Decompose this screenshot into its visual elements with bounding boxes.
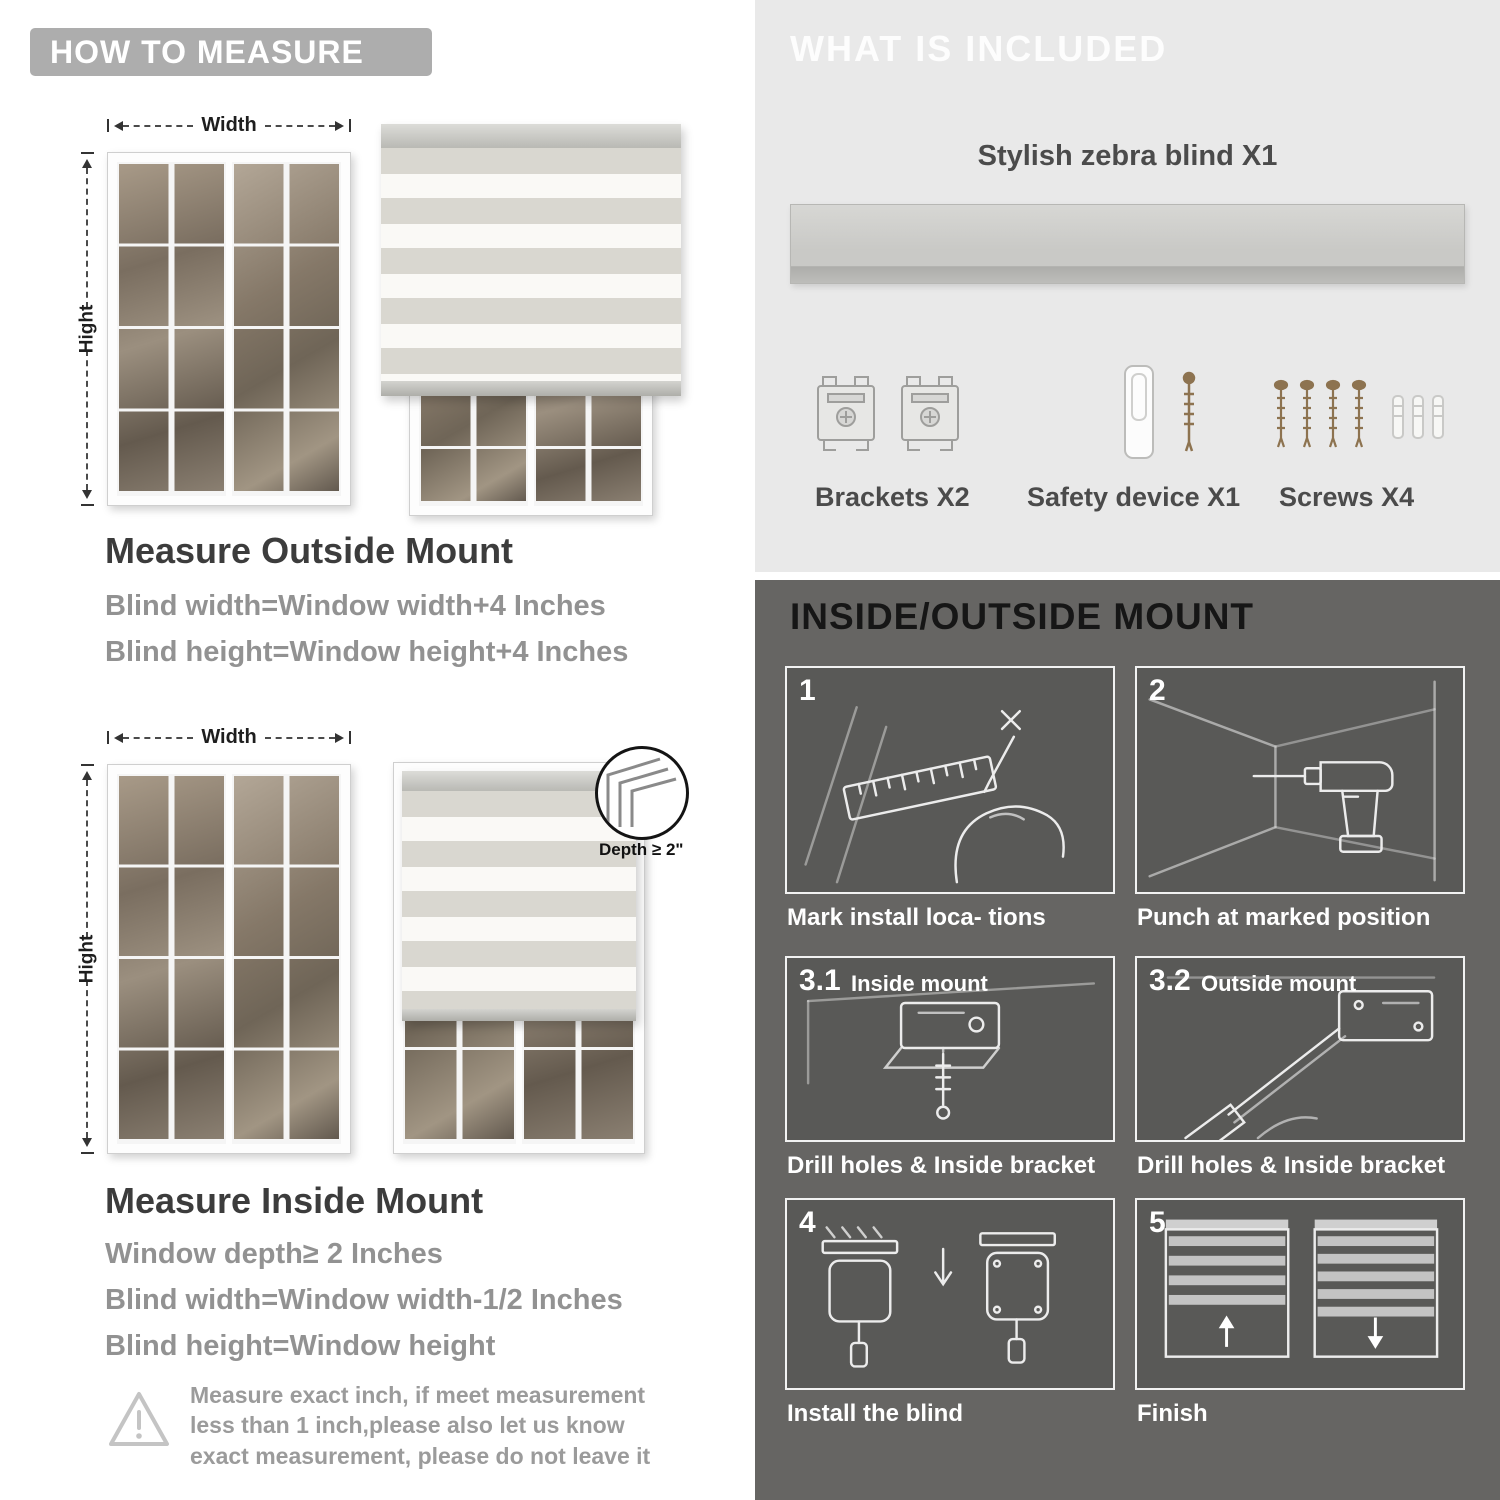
finish-art — [1164, 1219, 1439, 1358]
what-is-included-header: WHAT IS INCLUDED — [790, 28, 1168, 69]
drill-art — [1148, 680, 1436, 882]
what-is-included-section: WHAT IS INCLUDED Stylish zebra blind X1 — [755, 0, 1500, 572]
safety-device-label: Safety device X1 — [1027, 482, 1241, 512]
inside-rule-depth: Window depth≥ 2 Inches — [105, 1238, 443, 1270]
screws-label: Screws X4 — [1279, 482, 1415, 512]
blind-bottom-rail — [381, 381, 681, 396]
outside-rule-height: Blind height=Window height+4 Inches — [105, 636, 629, 668]
install-blind-art — [821, 1226, 1056, 1368]
inside-mount-label: Inside mount — [851, 971, 988, 996]
outside-mount-label: Outside mount — [1201, 971, 1357, 996]
mark-locations-art — [804, 706, 1065, 884]
step-4-caption: Install the blind — [787, 1400, 964, 1427]
depth-detail-circle — [595, 746, 689, 840]
step-5-caption: Finish — [1137, 1400, 1208, 1427]
window-sash — [232, 162, 341, 496]
blind-fabric — [402, 791, 636, 1009]
blind-bottom-rail — [402, 1008, 636, 1021]
zebra-blind-label: Stylish zebra blind X1 — [977, 140, 1278, 172]
step-3-2-caption: Drill holes & Inside bracket — [1137, 1152, 1446, 1179]
inside-mount-figure: Width Hight — [75, 718, 715, 1170]
mount-instructions-section: INSIDE/OUTSIDE MOUNT 1 — [755, 580, 1500, 1500]
measure-warning-text: Measure exact inch, if meet measurement … — [190, 1382, 651, 1469]
step-number: 1 — [799, 674, 816, 707]
width-arrow: Width — [107, 114, 352, 137]
how-to-measure-header: HOW TO MEASURE — [30, 28, 432, 76]
window-photo — [107, 152, 351, 506]
step-number: 3.1 — [799, 964, 841, 997]
step-2-panel: 2 — [1135, 666, 1465, 894]
step-3-1-panel: 3.1 Inside mount — [785, 956, 1115, 1142]
outside-blind-figure — [381, 124, 681, 516]
step-5-panel: 5 — [1135, 1198, 1465, 1390]
brackets-label: Brackets X2 — [815, 482, 970, 512]
inside-mount-heading: Measure Inside Mount — [105, 1180, 484, 1221]
inside-blind-window — [393, 762, 645, 1154]
blind-headrail-illustration — [790, 204, 1465, 284]
height-arrow: Hight — [75, 764, 99, 1154]
outside-bracket-art — [1166, 976, 1436, 1140]
safety-device-illustration — [1095, 362, 1235, 471]
inside-bracket-art — [806, 982, 1096, 1120]
step-number: 3.2 — [1149, 964, 1191, 997]
window-photo — [107, 764, 351, 1154]
height-arrow: Hight — [75, 152, 99, 506]
step-3-2-panel: 3.2 Outside mount — [1135, 956, 1465, 1142]
blind-cassette — [381, 124, 681, 148]
zebra-blind-illustration — [381, 124, 681, 396]
step-number: 2 — [1149, 674, 1166, 707]
height-label: Hight — [76, 304, 98, 354]
window-sash — [232, 774, 341, 1144]
zebra-blind-illustration — [402, 771, 636, 1021]
inside-rule-width: Blind width=Window width-1/2 Inches — [105, 1284, 623, 1316]
step-3-1-caption: Drill holes & Inside bracket — [787, 1152, 1096, 1179]
mount-header: INSIDE/OUTSIDE MOUNT — [790, 596, 1255, 637]
width-label: Width — [201, 114, 257, 136]
warning-icon — [106, 1388, 172, 1455]
outside-mount-heading: Measure Outside Mount — [105, 530, 514, 571]
inside-rule-height: Blind height=Window height — [105, 1330, 496, 1362]
outside-rule-width: Blind width=Window width+4 Inches — [105, 590, 606, 622]
blind-fabric — [381, 148, 681, 381]
height-label: Hight — [76, 934, 98, 984]
step-1-panel: 1 — [785, 666, 1115, 894]
step-4-panel: 4 — [785, 1198, 1115, 1390]
window-corner-detail — [606, 757, 677, 827]
step-number: 5 — [1149, 1206, 1166, 1239]
depth-label: Depth ≥ 2" — [599, 840, 684, 859]
window-sash — [117, 162, 226, 496]
outside-mount-figure: Width Hight — [75, 108, 685, 520]
step-1-caption: Mark install loca- tions — [787, 904, 1046, 931]
step-2-caption: Punch at marked position — [1137, 904, 1431, 931]
screws-illustration — [1267, 376, 1447, 469]
width-label: Width — [201, 726, 257, 748]
step-number: 4 — [799, 1206, 816, 1239]
brackets-illustration — [813, 370, 965, 471]
blind-cassette — [402, 771, 636, 791]
width-arrow: Width — [107, 726, 352, 749]
window-sash — [117, 774, 226, 1144]
